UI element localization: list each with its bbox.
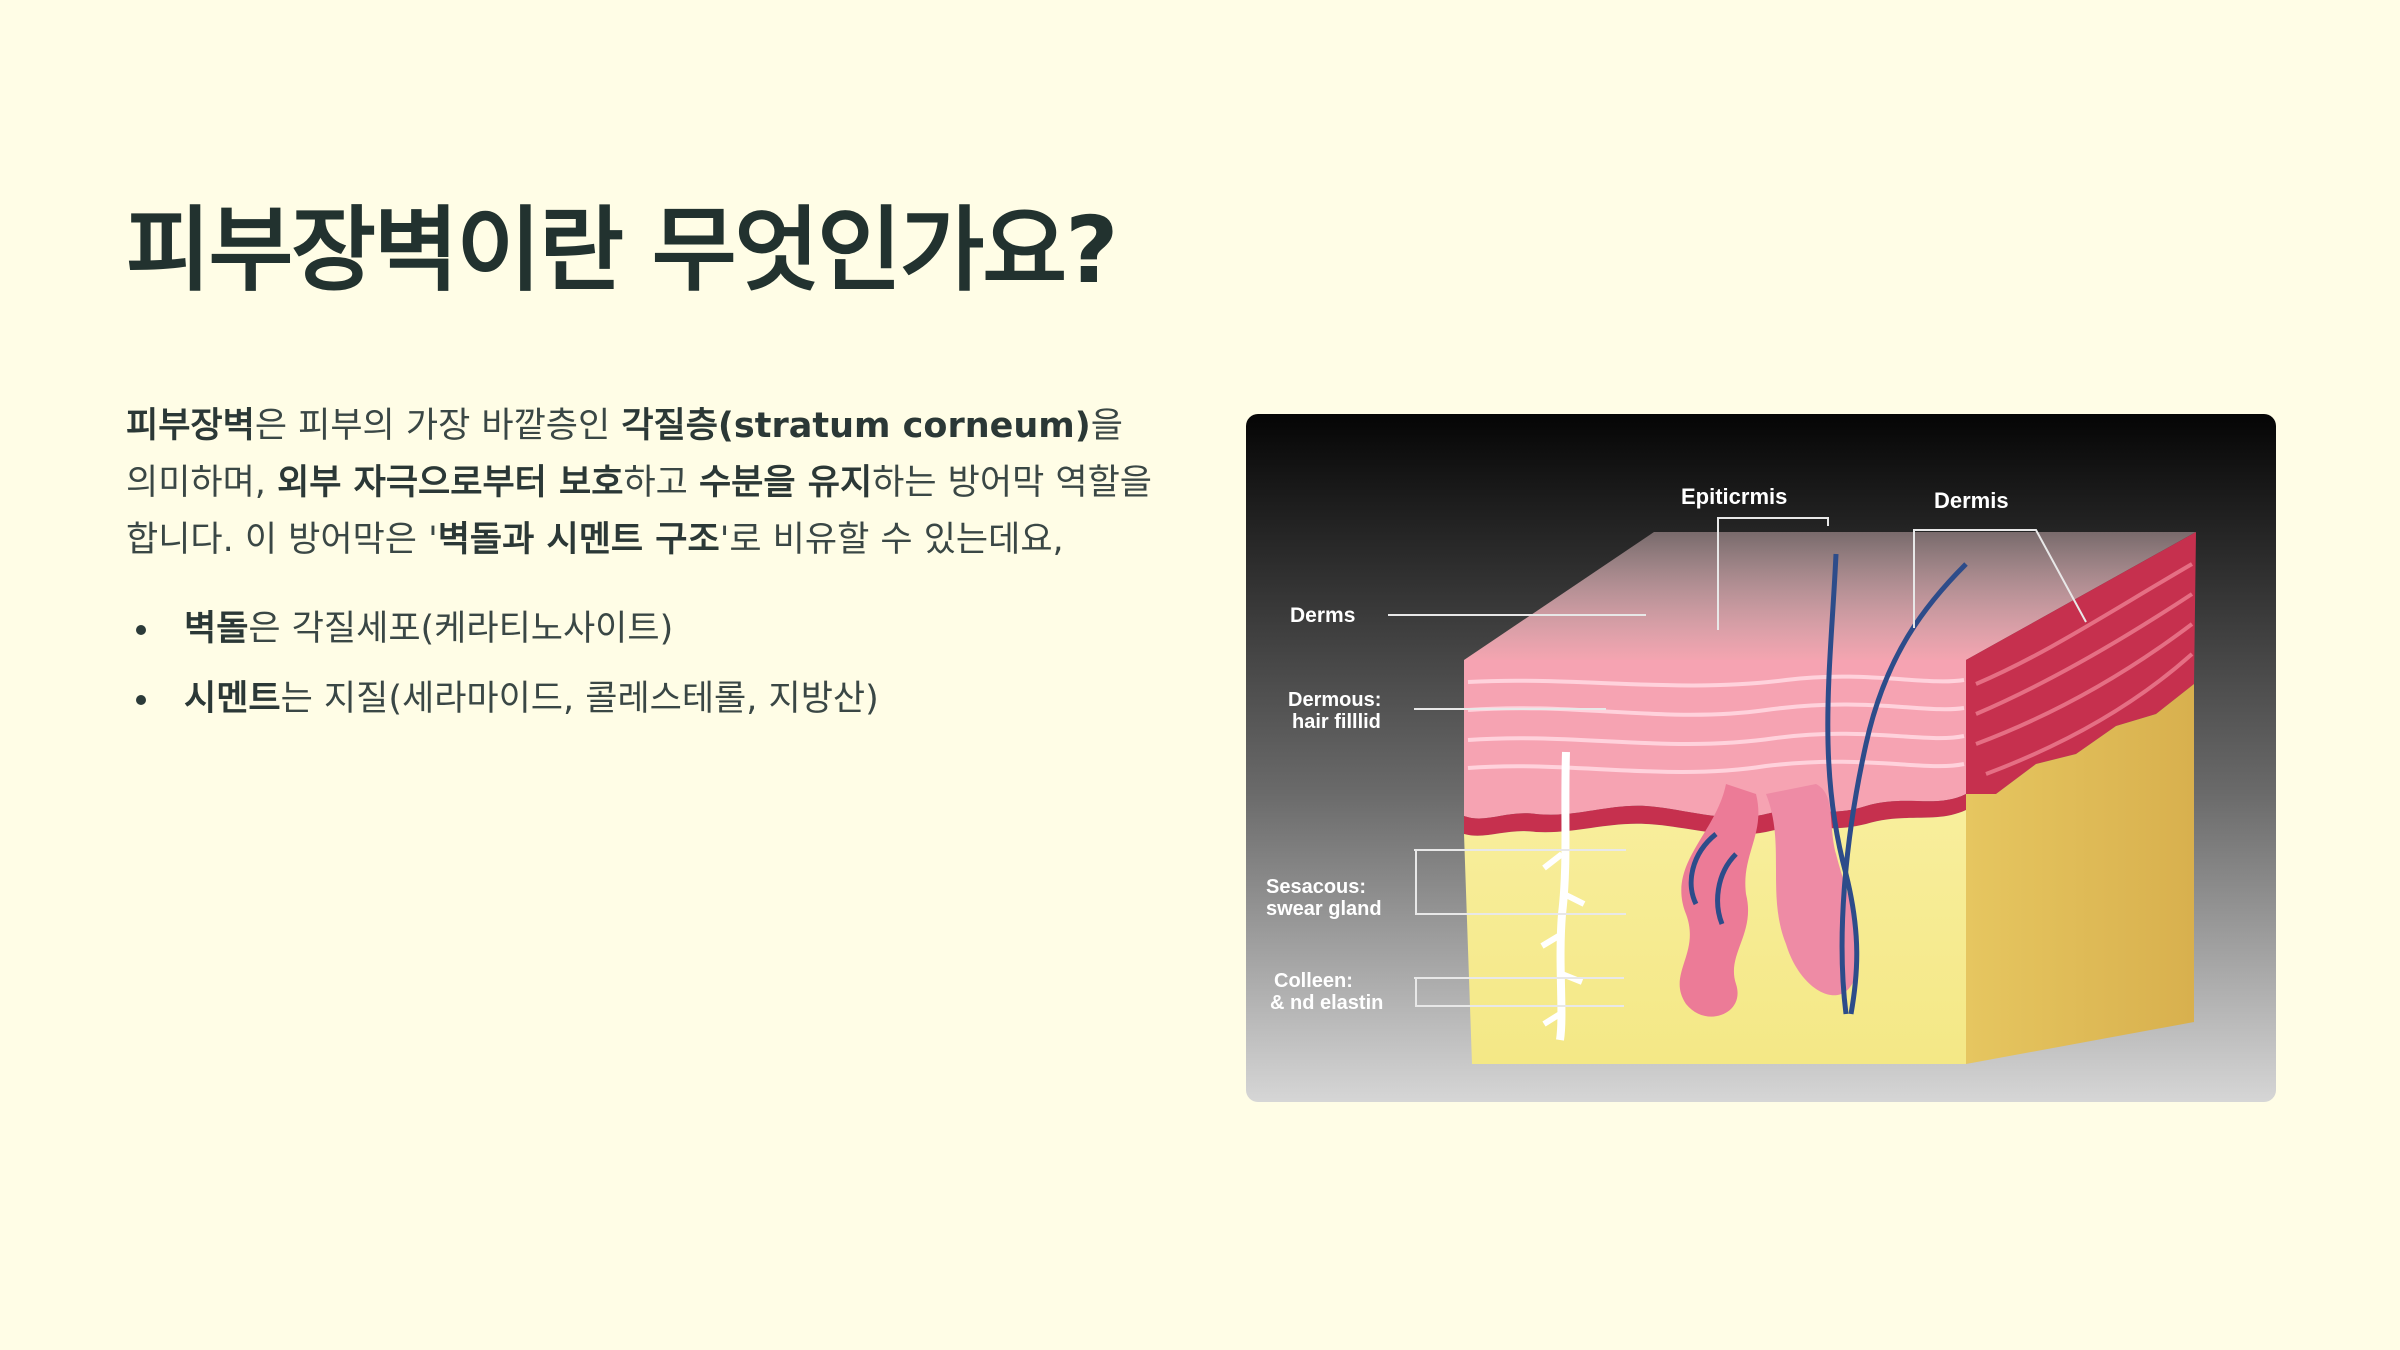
list-item: 시멘트는 지질(세라마이드, 콜레스테롤, 지방산) bbox=[126, 676, 1166, 722]
skin-cross-section-figure: Epiticrmis Dermis Derms Dermous: hair fi… bbox=[1246, 414, 2276, 1102]
bullet-icon bbox=[136, 625, 146, 635]
label-epidermis: Epiticrmis bbox=[1681, 484, 1787, 509]
term-stratum-corneum: 각질층(stratum corneum) bbox=[621, 406, 1091, 446]
bullet-term: 시멘트 bbox=[184, 679, 281, 719]
label-sebaceous-line1: Sesacous: bbox=[1266, 876, 1366, 898]
term-moisture: 수분을 유지 bbox=[698, 463, 873, 503]
fat-side bbox=[1966, 684, 2194, 1064]
bullet-icon bbox=[136, 695, 146, 705]
intro-paragraph: 피부장벽은 피부의 가장 바깥층인 각질층(stratum corneum)을 … bbox=[126, 398, 1166, 569]
label-dermous-line1: Dermous: bbox=[1288, 689, 1381, 711]
skin-surface bbox=[1464, 532, 2196, 660]
page-title: 피부장벽이란 무엇인가요? bbox=[126, 197, 1118, 304]
gland-duct bbox=[1688, 832, 1738, 925]
paragraph-text: 을 의미하며, bbox=[126, 406, 1123, 503]
hair-follicle bbox=[1766, 784, 1859, 996]
paragraph-text: 은 피부의 가장 바깥층인 bbox=[254, 406, 622, 446]
hair-shaft bbox=[1825, 553, 1860, 1015]
paragraph-text: '로 비유할 수 있는데요, bbox=[719, 520, 1064, 560]
label-leader-lines bbox=[1388, 517, 2087, 1007]
label-derms: Derms bbox=[1290, 604, 1355, 627]
paragraph-text: 하고 bbox=[623, 463, 699, 503]
paragraph-text: 하는 방어막 역할을 합니다. 이 방어막은 ' bbox=[126, 463, 1153, 560]
skin-diagram-illustration: Epiticrmis Dermis Derms Dermous: hair fi… bbox=[1246, 414, 2276, 1102]
bullet-text: 는 지질(세라마이드, 콜레스테롤, 지방산) bbox=[280, 679, 879, 719]
label-sebaceous-line2: swear gland bbox=[1266, 898, 1382, 920]
bullet-text: 은 각질세포(케라티노사이트) bbox=[248, 609, 674, 649]
term-protection: 외부 자극으로부터 보호 bbox=[277, 463, 624, 503]
dermis-fibers bbox=[1975, 562, 2194, 776]
label-dermis-top: Dermis bbox=[1934, 488, 2009, 513]
nerve-branches bbox=[1540, 851, 1586, 1027]
bullet-term: 벽돌 bbox=[184, 609, 249, 649]
list-item: 벽돌은 각질세포(케라티노사이트) bbox=[126, 606, 1166, 652]
epidermis-layer bbox=[1464, 660, 1966, 819]
label-dermous-line2: hair filllid bbox=[1292, 711, 1381, 733]
bullet-list: 벽돌은 각질세포(케라티노사이트) 시멘트는 지질(세라마이드, 콜레스테롤, … bbox=[126, 606, 1166, 746]
label-colleen-line1: Colleen: bbox=[1274, 970, 1353, 992]
label-colleen-line2: & nd elastin bbox=[1270, 992, 1383, 1014]
dermis-band bbox=[1464, 794, 1966, 836]
epidermis-fibers bbox=[1467, 674, 1965, 774]
term-brick-mortar: 벽돌과 시멘트 구조 bbox=[437, 520, 720, 560]
term-skin-barrier: 피부장벽 bbox=[126, 406, 255, 446]
hair-shaft bbox=[1839, 562, 1968, 1015]
